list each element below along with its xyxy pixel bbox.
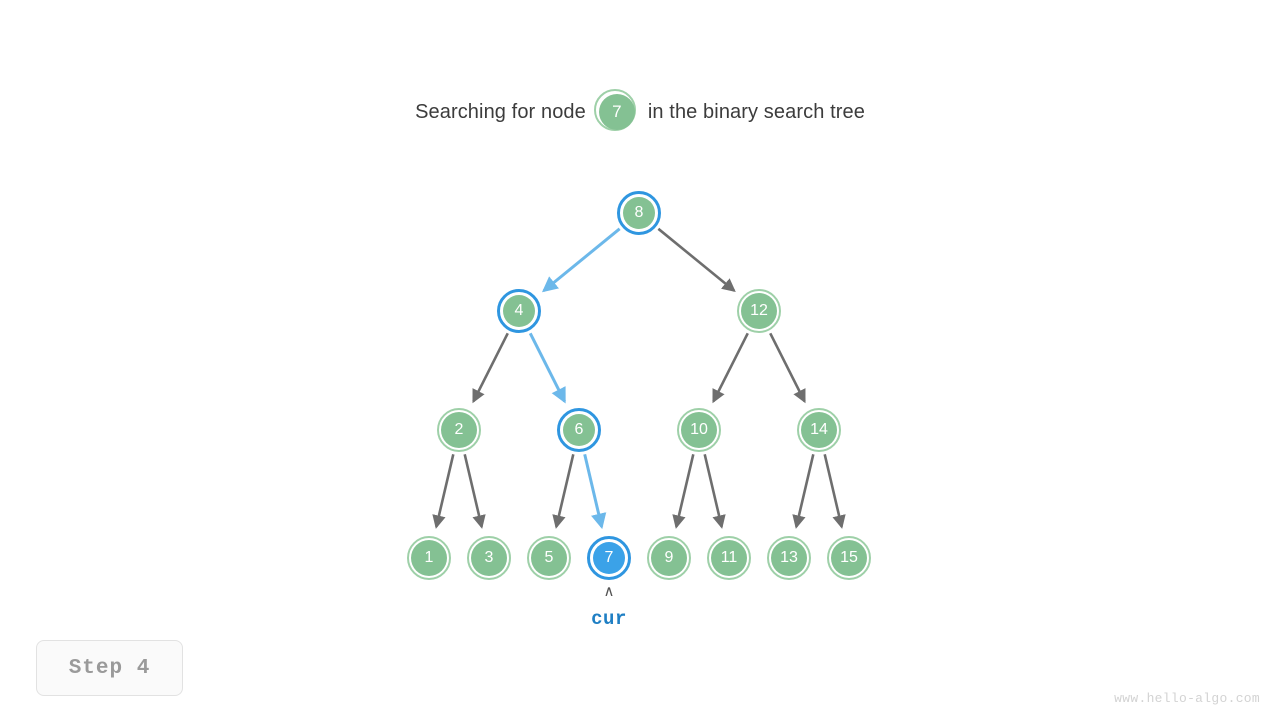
- cur-pointer-label: cur: [591, 608, 627, 630]
- tree-node-shape-13: [767, 536, 811, 580]
- node-outer-ring: [497, 289, 541, 333]
- title-prefix: Searching for node: [415, 100, 586, 123]
- node-outer-ring: [707, 536, 751, 580]
- tree-node-6[interactable]: 6: [557, 408, 601, 452]
- tree-node-shape-10: [677, 408, 721, 452]
- tree-node-shape-8: [617, 191, 661, 235]
- tree-node-shape-11: [707, 536, 751, 580]
- node-fill: [681, 412, 717, 448]
- node-outer-ring: [737, 289, 781, 333]
- node-outer-ring: [587, 536, 631, 580]
- node-fill: [471, 540, 507, 576]
- tree-node-10[interactable]: 10: [677, 408, 721, 452]
- node-outer-ring: [437, 408, 481, 452]
- node-white-ring: [561, 412, 597, 448]
- watermark: www.hello-algo.com: [1114, 691, 1260, 706]
- node-fill: [563, 414, 595, 446]
- node-white-ring: [621, 195, 657, 231]
- node-fill: [801, 412, 837, 448]
- node-outer-ring: [527, 536, 571, 580]
- tree-node-7[interactable]: 7: [587, 536, 631, 580]
- tree-node-2[interactable]: 2: [437, 408, 481, 452]
- node-outer-ring: [827, 536, 871, 580]
- step-badge: Step 4: [36, 640, 183, 696]
- tree-node-11[interactable]: 11: [707, 536, 751, 580]
- title-target-node: 7: [593, 89, 640, 135]
- node-white-ring: [591, 540, 627, 576]
- tree-edge-n6-to-n7: [583, 453, 607, 530]
- node-fill: [503, 295, 535, 327]
- node-outer-ring: [557, 408, 601, 452]
- tree-node-shape-1: [407, 536, 451, 580]
- tree-edge-n2-to-n3: [463, 454, 486, 529]
- tree-edge-n2-to-n1: [432, 454, 455, 529]
- tree-edge-n14-to-n15: [823, 454, 846, 529]
- tree-node-shape-7: [587, 536, 631, 580]
- node-white-ring: [501, 293, 537, 329]
- node-fill: [741, 293, 777, 329]
- node-outer-ring: [407, 536, 451, 580]
- tree-node-8[interactable]: 8: [617, 191, 661, 235]
- tree-edge-n4-to-n2: [472, 332, 509, 404]
- tree-edge-n12-to-n10: [712, 332, 749, 404]
- node-fill: [711, 540, 747, 576]
- tree-node-4[interactable]: 4: [497, 289, 541, 333]
- node-outer-ring: [797, 408, 841, 452]
- page-title: Searching for node 7 in the binary searc…: [0, 89, 1280, 135]
- tree-edge-n10-to-n9: [672, 454, 695, 529]
- step-badge-label: Step 4: [68, 656, 151, 680]
- tree-edges: [432, 227, 846, 530]
- tree-edge-n10-to-n11: [703, 454, 726, 529]
- cur-pointer: ∧ cur: [561, 583, 657, 630]
- watermark-text: www.hello-algo.com: [1114, 691, 1260, 706]
- node-fill: [831, 540, 867, 576]
- node-fill: [771, 540, 807, 576]
- node-fill: [593, 542, 625, 574]
- tree-edge-n14-to-n13: [792, 454, 815, 529]
- node-outer-ring: [467, 536, 511, 580]
- tree-node-shape-15: [827, 536, 871, 580]
- node-outer-ring: [767, 536, 811, 580]
- node-fill: [623, 197, 655, 229]
- tree-node-14[interactable]: 14: [797, 408, 841, 452]
- tree-node-shape-4: [497, 289, 541, 333]
- tree-node-9[interactable]: 9: [647, 536, 691, 580]
- node-fill: [411, 540, 447, 576]
- caret-up-icon: ∧: [603, 583, 615, 600]
- title-suffix: in the binary search tree: [647, 100, 865, 123]
- title-node-ring: [593, 89, 636, 131]
- tree-node-shape-14: [797, 408, 841, 452]
- tree-edge-n6-to-n5: [552, 454, 575, 529]
- tree-node-shape-6: [557, 408, 601, 452]
- tree-edge-n4-to-n6: [528, 332, 566, 404]
- tree-edge-n8-to-n4: [541, 227, 621, 293]
- tree-node-1[interactable]: 1: [407, 536, 451, 580]
- node-outer-ring: [647, 536, 691, 580]
- tree-node-5[interactable]: 5: [527, 536, 571, 580]
- tree-edge-n12-to-n14: [769, 332, 806, 404]
- tree-node-15[interactable]: 15: [827, 536, 871, 580]
- node-outer-ring: [677, 408, 721, 452]
- node-outer-ring: [617, 191, 661, 235]
- node-fill: [441, 412, 477, 448]
- tree-node-shape-5: [527, 536, 571, 580]
- node-fill: [651, 540, 687, 576]
- tree-node-shape-9: [647, 536, 691, 580]
- tree-node-12[interactable]: 12: [737, 289, 781, 333]
- tree-node-shape-2: [437, 408, 481, 452]
- tree-edge-n8-to-n12: [657, 227, 736, 293]
- tree-node-3[interactable]: 3: [467, 536, 511, 580]
- node-fill: [531, 540, 567, 576]
- tree-node-13[interactable]: 13: [767, 536, 811, 580]
- title-node-value: 7: [598, 94, 635, 130]
- tree-node-shape-3: [467, 536, 511, 580]
- tree-node-shape-12: [737, 289, 781, 333]
